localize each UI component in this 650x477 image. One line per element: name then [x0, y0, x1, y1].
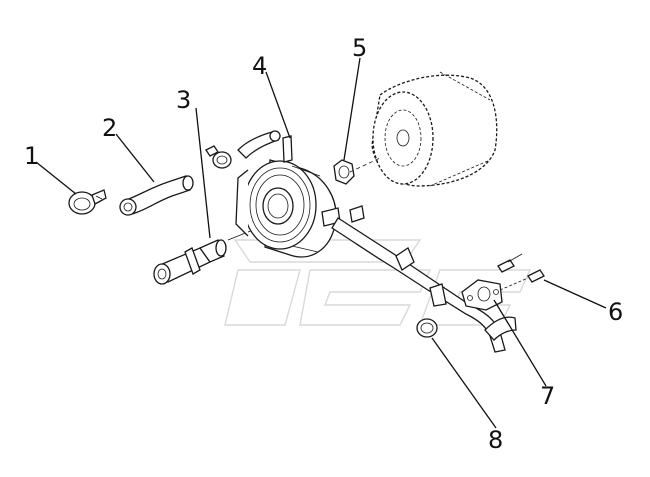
callout-6: 6: [608, 298, 623, 326]
rubber-hose-part-2: [119, 175, 194, 216]
nut-part-5: [333, 159, 355, 185]
callout-2: 2: [102, 114, 117, 142]
callout-1: 1: [24, 142, 39, 170]
oil-cooler-part-4: [235, 135, 341, 258]
bolts-part-6: [497, 253, 545, 291]
hose-clamp-part-1: [68, 189, 107, 215]
callout-5: 5: [352, 34, 367, 62]
callout-4: 4: [252, 52, 267, 80]
callout-8: 8: [488, 426, 503, 454]
o-ring-part-8: [416, 318, 438, 338]
callout-7: 7: [540, 382, 555, 410]
callout-3: 3: [176, 86, 191, 114]
oil-filter: [349, 71, 498, 187]
leader-lines: [35, 57, 607, 429]
elbow-fitting-part-3: [153, 130, 281, 285]
flange-part-7: [461, 279, 503, 311]
